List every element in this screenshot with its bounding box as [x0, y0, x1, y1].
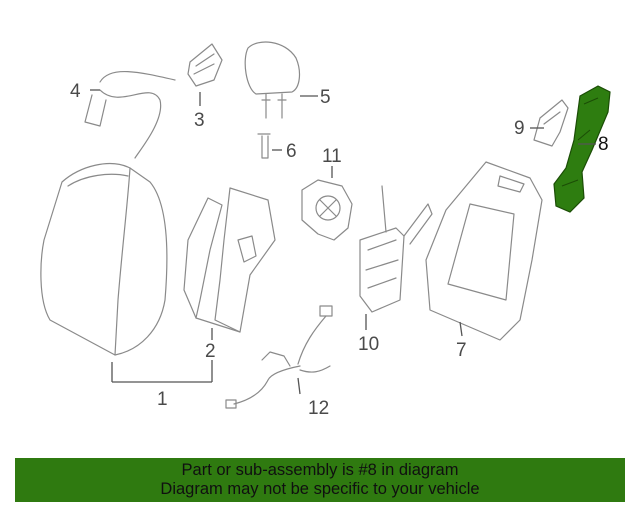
banner-line-1: Part or sub-assembly is #8 in diagram	[181, 461, 459, 479]
part-5-headrest[interactable]	[244, 41, 301, 119]
callout-12: 12	[308, 398, 329, 419]
callout-1: 1	[157, 389, 168, 410]
part-1-seat-back-cushion[interactable]	[40, 163, 168, 356]
callout-11: 11	[322, 146, 342, 167]
part-9-bracket[interactable]	[533, 99, 569, 147]
part-2-side-panel[interactable]	[183, 187, 276, 333]
callout-5: 5	[320, 87, 331, 108]
part-4-cable[interactable]	[84, 71, 176, 159]
callout-4: 4	[70, 81, 81, 102]
banner-line-2: Diagram may not be specific to your vehi…	[160, 480, 480, 498]
callout-9: 9	[514, 118, 525, 139]
leader-lines	[90, 89, 596, 395]
part-12-wire-harness[interactable]	[225, 305, 333, 409]
info-banner: Part or sub-assembly is #8 in diagram Di…	[15, 458, 625, 502]
part-3-clip[interactable]	[187, 43, 223, 87]
part-11-motor[interactable]	[301, 179, 353, 241]
part-7-seat-back-frame[interactable]	[425, 161, 543, 341]
callout-6: 6	[286, 141, 297, 162]
part-6-pin[interactable]	[257, 133, 271, 159]
callout-3: 3	[194, 110, 205, 131]
part-8-highlighted-rail[interactable]	[553, 85, 611, 213]
callout-7: 7	[456, 340, 467, 361]
callout-8: 8	[598, 134, 609, 155]
part-10-recliner-mechanism[interactable]	[359, 185, 433, 313]
callout-10: 10	[358, 334, 379, 355]
callout-2: 2	[205, 341, 216, 362]
